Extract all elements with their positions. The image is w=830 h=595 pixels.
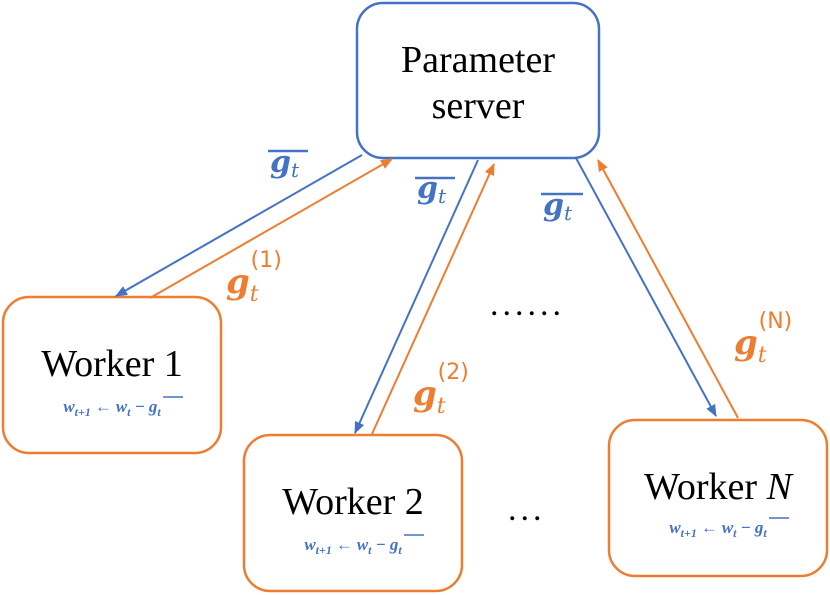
worker-n-update-rule: wt+1←wt−gt: [669, 518, 767, 540]
update-g-sub: t: [398, 543, 402, 557]
update-minus: −: [376, 535, 386, 554]
update-sub-t: t: [368, 543, 372, 557]
worker-2-title: Worker 2: [282, 481, 424, 523]
avg-gradient-n-text: gt: [543, 188, 573, 225]
update-arrow: ←: [95, 397, 112, 416]
update-sub-next: t+1: [316, 543, 332, 557]
arrow-server-to-worker-2: [354, 159, 479, 434]
worker-n-box: [607, 418, 829, 578]
worker-1-title-prefix: Worker: [41, 343, 154, 385]
parameter-server-box: [355, 1, 601, 160]
local-gradient-n-subscript: t: [758, 343, 767, 368]
update-arrow: ←: [701, 518, 718, 537]
worker-n-title: Worker N: [644, 466, 795, 508]
worker-n-title-letter: N: [766, 466, 795, 508]
arrow-worker-2-to-server: [371, 163, 495, 435]
avg-gradient-label-1: gt: [268, 145, 308, 182]
worker-1-update-rule: wt+1←wt−gt: [63, 397, 161, 419]
update-w: w: [722, 518, 734, 537]
avg-gradient-1-subscript: t: [291, 158, 300, 182]
parameter-server-label-line2: server: [432, 85, 525, 127]
worker-1-node: Worker 1 wt+1←wt−gt: [1, 295, 223, 455]
worker-n-title-prefix: Worker: [644, 466, 757, 508]
local-gradient-1-symbol: g: [226, 262, 250, 302]
local-gradient-2-subscript: t: [437, 394, 446, 419]
local-gradient-label-1: gt (1): [226, 248, 282, 307]
update-g-sub: t: [763, 526, 767, 540]
worker-1-title-number: 1: [164, 343, 183, 385]
worker-1-box: [1, 295, 223, 455]
local-gradient-1-subscript: t: [250, 282, 259, 307]
avg-gradient-n-symbol: g: [543, 188, 564, 223]
worker-n-node: Worker N wt+1←wt−gt: [607, 418, 829, 578]
parameter-server-label-line1: Parameter: [401, 39, 555, 81]
update-g: g: [148, 397, 158, 416]
update-arrow: ←: [336, 535, 353, 554]
update-w-next: w: [669, 518, 681, 537]
local-gradient-n-superscript: (N): [759, 309, 793, 334]
worker-2-box: [242, 433, 464, 593]
update-g: g: [389, 535, 399, 554]
update-w-next: w: [63, 397, 75, 416]
avg-gradient-1-text: gt: [270, 145, 300, 182]
update-g-sub: t: [157, 405, 161, 419]
update-w-next: w: [304, 535, 316, 554]
update-sub-next: t+1: [75, 405, 91, 419]
update-w: w: [116, 397, 128, 416]
update-sub-t: t: [733, 526, 737, 540]
arrow-server-to-worker-1: [115, 154, 363, 297]
update-sub-next: t+1: [681, 526, 697, 540]
local-gradient-2-superscript: (2): [438, 360, 469, 385]
avg-gradient-label-n: gt: [541, 188, 583, 225]
update-sub-t: t: [127, 405, 131, 419]
avg-gradient-label-2: gt: [415, 171, 455, 208]
update-w: w: [357, 535, 369, 554]
avg-gradient-n-subscript: t: [564, 201, 573, 225]
worker-2-title-number: 2: [405, 481, 424, 523]
arrow-worker-1-to-server: [149, 158, 393, 299]
worker-2-node: Worker 2 wt+1←wt−gt: [242, 433, 464, 593]
arrow-worker-n-to-server: [597, 159, 739, 419]
worker-1-title: Worker 1: [41, 343, 183, 385]
local-gradient-n-symbol: g: [734, 323, 758, 363]
update-minus: −: [741, 518, 751, 537]
avg-gradient-2-symbol: g: [417, 171, 438, 206]
ellipsis-bottom: ...: [508, 491, 546, 528]
avg-gradient-2-subscript: t: [438, 184, 447, 208]
worker-2-title-prefix: Worker: [282, 481, 395, 523]
local-gradient-2-symbol: g: [413, 374, 437, 414]
update-g: g: [754, 518, 764, 537]
local-gradient-1-superscript: (1): [251, 248, 282, 273]
parameter-server-node: Parameter server: [355, 1, 601, 160]
arrow-server-to-worker-n: [575, 157, 717, 417]
update-minus: −: [135, 397, 145, 416]
local-gradient-label-n: gt (N): [734, 309, 792, 368]
avg-gradient-2-text: gt: [417, 171, 447, 208]
ellipsis-middle: ......: [490, 286, 565, 323]
local-gradient-label-2: gt (2): [413, 360, 469, 419]
worker-2-update-rule: wt+1←wt−gt: [304, 535, 402, 557]
avg-gradient-1-symbol: g: [270, 145, 291, 180]
